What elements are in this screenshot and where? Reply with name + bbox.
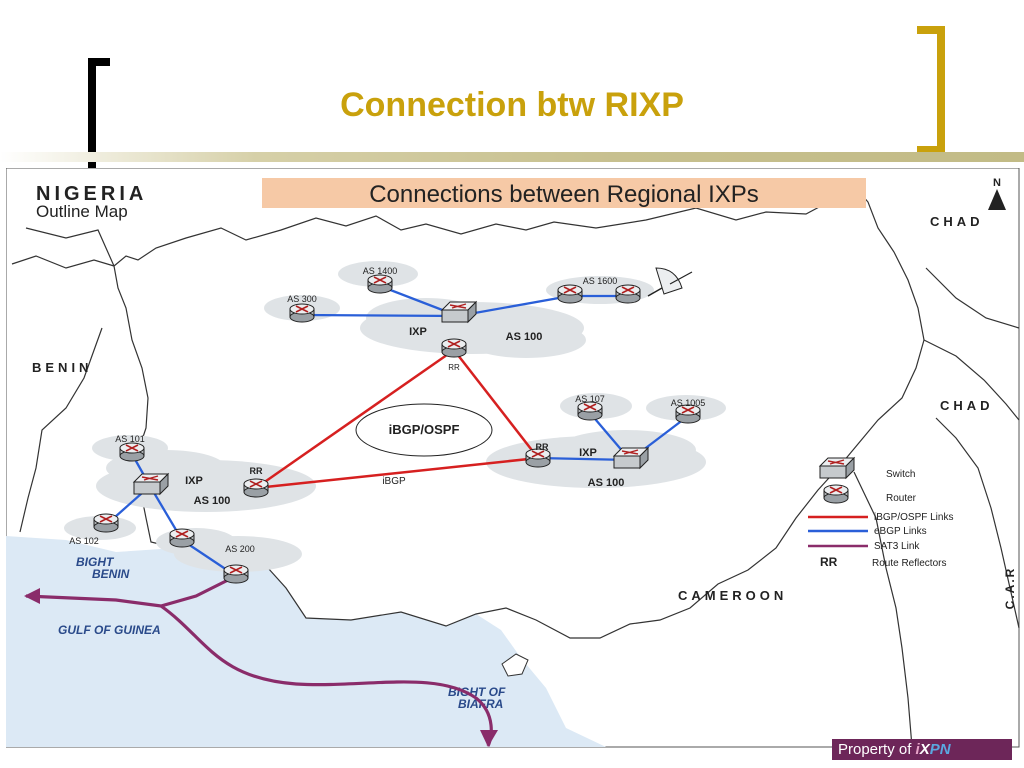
sat3-arrow-south-icon	[480, 730, 498, 747]
ixpn-logo-x: X	[919, 741, 930, 758]
legend-sat3-label: SAT3 Link	[874, 541, 920, 552]
north-label: N	[993, 177, 1001, 189]
sat3-arrow-west-icon	[24, 588, 40, 604]
node-label-as1600: AS 1600	[583, 276, 618, 286]
right-bracket-decoration	[917, 26, 945, 154]
router-as1400-icon	[367, 274, 393, 294]
router-as1600-b-icon	[615, 284, 641, 304]
legend-ebgp-label: eBGP Links	[874, 526, 927, 537]
link-label-ibgp: iBGP	[382, 476, 406, 487]
legend-ibgp-ospf-label: iBGP/OSPF Links	[874, 512, 953, 523]
router-as1600-a-icon	[557, 284, 583, 304]
chad-cameroon-border	[923, 339, 1020, 421]
place-chad-right: CHAD	[940, 398, 994, 413]
switch-ixp-north-icon	[441, 301, 477, 323]
node-label-rr-east: RR	[536, 442, 549, 452]
map-banner-text: Connections between Regional IXPs	[369, 181, 759, 208]
node-label-as100-north: AS 100	[506, 331, 543, 343]
node-label-as102: AS 102	[69, 536, 99, 546]
legend-switch-icon	[819, 457, 855, 479]
node-label-as200: AS 200	[225, 544, 255, 554]
router-rr-north-icon	[441, 338, 467, 358]
legend-rr-abbrev: RR	[820, 555, 838, 569]
niger-border	[25, 227, 115, 267]
legend-switch-label: Switch	[886, 469, 915, 480]
router-as200-b-icon	[223, 564, 249, 584]
link-label-ibgp-ospf: iBGP/OSPF	[389, 422, 460, 437]
place-bight-benin-line2: BENIN	[92, 567, 130, 581]
car-border	[935, 417, 1020, 629]
router-rr-west-icon	[243, 478, 269, 498]
ownership-badge: Property of iXPN	[832, 739, 1012, 760]
map-legend: Switch Router iBGP/OSPF Links eBGP Links…	[808, 457, 953, 569]
map-subheading: Outline Map	[36, 202, 128, 221]
ixpn-logo: iXPN	[916, 741, 951, 758]
node-label-ixp-west: IXP	[185, 475, 203, 487]
title-divider	[0, 152, 1024, 162]
atlantic-ocean	[6, 536, 606, 747]
sat3-link-south	[160, 604, 493, 747]
bioko-island	[501, 653, 529, 677]
benin-north-border	[11, 255, 115, 269]
node-label-as101: AS 101	[115, 434, 145, 444]
node-label-as300: AS 300	[287, 294, 317, 304]
ibgp-ospf-links	[255, 348, 539, 490]
map-banner	[262, 178, 866, 208]
place-chad-top: CHAD	[930, 214, 984, 229]
switch-ixp-west-icon	[133, 473, 169, 495]
router-as102-icon	[93, 513, 119, 533]
node-label-as107: AS 107	[575, 394, 605, 404]
benin-togo-border	[19, 327, 103, 533]
place-bight-benin-line1: BIGHT	[76, 555, 115, 569]
switch-ixp-east-icon	[613, 447, 649, 469]
nigeria-ixp-map: NIGERIA Outline Map Connections between …	[5, 167, 1020, 748]
node-label-as100-east: AS 100	[588, 477, 625, 489]
node-label-ixp-east: IXP	[579, 447, 597, 459]
satellite-dish-icon	[647, 267, 693, 297]
north-arrow-icon	[988, 189, 1006, 210]
network-clouds	[64, 261, 726, 572]
place-cameroon: CAMEROON	[678, 588, 787, 603]
router-as101-icon	[119, 442, 145, 462]
map-canvas: NIGERIA Outline Map Connections between …	[5, 167, 1020, 748]
legend-router-label: Router	[886, 493, 917, 504]
map-heading: NIGERIA	[36, 183, 147, 205]
router-as300-icon	[289, 303, 315, 323]
node-label-as100-west: AS 100	[194, 495, 231, 507]
left-bracket-decoration	[88, 58, 110, 170]
chad-border	[925, 267, 1020, 329]
legend-rr-label: Route Reflectors	[872, 558, 946, 569]
router-as107-icon	[577, 401, 603, 421]
place-benin: BENIN	[32, 360, 92, 375]
ibgp-ospf-bubble	[355, 403, 493, 457]
place-bight-biafra-line1: BIGHT OF	[448, 685, 506, 699]
legend-router-icon	[823, 484, 849, 504]
node-label-rr-west: RR	[250, 466, 263, 476]
node-label-as1400: AS 1400	[363, 266, 398, 276]
ownership-prefix: Property of	[838, 741, 912, 758]
node-label-ixp-north: IXP	[409, 326, 427, 338]
router-as200-a-icon	[169, 528, 195, 548]
place-gulf-of-guinea: GULF OF GUINEA	[58, 623, 161, 637]
place-car: C.A.R	[1003, 567, 1017, 610]
ixpn-logo-pn: PN	[929, 741, 951, 758]
node-label-as1005: AS 1005	[671, 398, 706, 408]
cameroon-east-border	[853, 471, 913, 748]
slide-title: Connection btw RIXP	[340, 86, 684, 124]
ixpn-logo-i: i	[915, 741, 920, 758]
node-label-rr-north: RR	[448, 363, 460, 372]
